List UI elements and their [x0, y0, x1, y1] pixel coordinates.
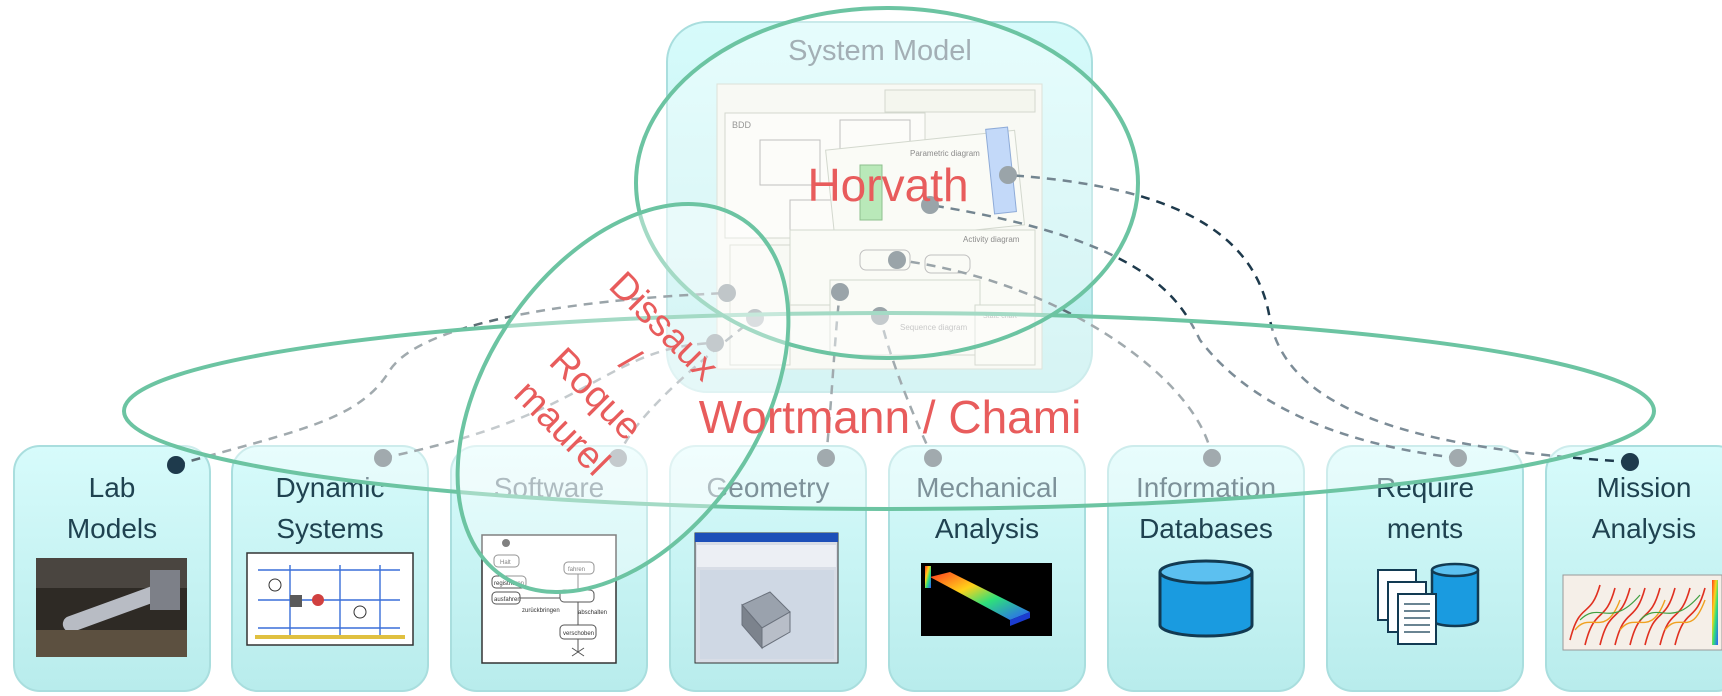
horvath-ellipse	[634, 6, 1140, 360]
model-dot-4	[831, 283, 849, 301]
mission-analysis-label-line2: Analysis	[1592, 513, 1696, 544]
wortmann-chami-label: Wortmann / Chami	[699, 391, 1082, 443]
thumbnail-header-strip	[884, 89, 1036, 113]
model-dot-6	[888, 251, 906, 269]
lab-models-label-line2: Models	[67, 513, 157, 544]
port-dot-information-databases	[1203, 449, 1221, 467]
cad-window-icon	[694, 532, 839, 664]
wortmann-chami-ellipse	[122, 311, 1656, 511]
overlay-ellipses	[122, 6, 1656, 595]
information-databases-label-line2: Databases	[1139, 513, 1273, 544]
contour-plot-icon	[1562, 574, 1722, 651]
mission-analysis-label-line1: Mission	[1597, 472, 1692, 503]
sequence-diagram	[829, 279, 981, 356]
port-dot-mission-analysis	[1621, 453, 1639, 471]
svg-text:zurückbringen: zurückbringen	[522, 608, 560, 614]
connector-lab-models	[175, 291, 728, 467]
svg-text:fahren: fahren	[568, 567, 585, 573]
dynamic-systems-label-line2: Systems	[276, 513, 383, 544]
requirements-label-line2: ments	[1387, 513, 1463, 544]
model-dot-1	[718, 284, 736, 302]
svg-text:ausfahren: ausfahren	[494, 597, 521, 603]
documents-icon	[1377, 562, 1480, 645]
mission-analysis-box: Mission Analysis	[1545, 445, 1722, 692]
system-model-title: System Model	[788, 35, 972, 67]
bdd-block-1	[759, 139, 821, 186]
mechanical-analysis-label-line1: Mechanical	[916, 472, 1058, 503]
port-dot-requirements	[1449, 449, 1467, 467]
connector-software	[616, 317, 756, 459]
requirements-box-background	[1326, 445, 1524, 692]
connector-mechanical-analysis	[878, 315, 935, 459]
sequence-label: Sequence diagram	[900, 323, 967, 332]
fem-plot-icon	[921, 563, 1052, 636]
lab-photo-icon	[36, 558, 187, 657]
dissaux-roquemaurel-ellipse	[455, 201, 791, 595]
model-dot-7	[921, 196, 939, 214]
activity-action-1	[859, 249, 911, 271]
activity-label: Activity diagram	[963, 235, 1020, 244]
port-dot-mechanical-analysis	[924, 449, 942, 467]
parametric-label: Parametric diagram	[910, 149, 980, 158]
mechanical-analysis-label-line2: Analysis	[935, 513, 1039, 544]
svg-text:verschoben: verschoben	[563, 631, 594, 637]
information-databases-box: Information Databases	[1107, 445, 1305, 692]
bdd-label: BDD	[732, 120, 752, 130]
horvath-label: Horvath	[807, 159, 968, 211]
parametric-constraint-green	[859, 164, 883, 221]
model-dot-8	[999, 166, 1017, 184]
model-dot-2	[706, 334, 724, 352]
connector-requirements	[929, 203, 1459, 460]
svg-text:Halt: Halt	[500, 560, 511, 566]
connector-dynamic-systems	[382, 341, 716, 460]
activity-action-2	[924, 254, 971, 274]
svg-text:abschalten: abschalten	[578, 610, 607, 616]
simulation-diagram-icon	[246, 552, 414, 646]
svg-text:registrieren: registrieren	[494, 581, 524, 587]
sysml-diagram-thumbnail: BDD Parametric diagram Activity diagram …	[716, 83, 1043, 370]
state-machine-icon: Halt registrieren ausfahren fahren zurüc…	[481, 534, 617, 664]
port-dot-dynamic-systems	[374, 449, 392, 467]
system-model-box: System Model BDD Parametric diagram Acti…	[666, 21, 1093, 393]
connector-geometry	[824, 291, 842, 459]
port-dot-software	[609, 449, 627, 467]
lab-models-label-line1: Lab	[89, 472, 136, 503]
dynamic-systems-box: Dynamic Systems	[231, 445, 429, 692]
software-box: Software Halt registrieren ausfahren fah…	[450, 445, 648, 692]
port-dot-lab-models	[167, 456, 185, 474]
state-chart-label: State chart	[983, 313, 1017, 320]
connector-information-databases	[896, 258, 1214, 459]
database-cylinder-icon	[1158, 559, 1254, 638]
lab-models-box: Lab Models	[13, 445, 211, 692]
requirements-box: Require ments	[1326, 445, 1524, 692]
port-dot-geometry	[817, 449, 835, 467]
